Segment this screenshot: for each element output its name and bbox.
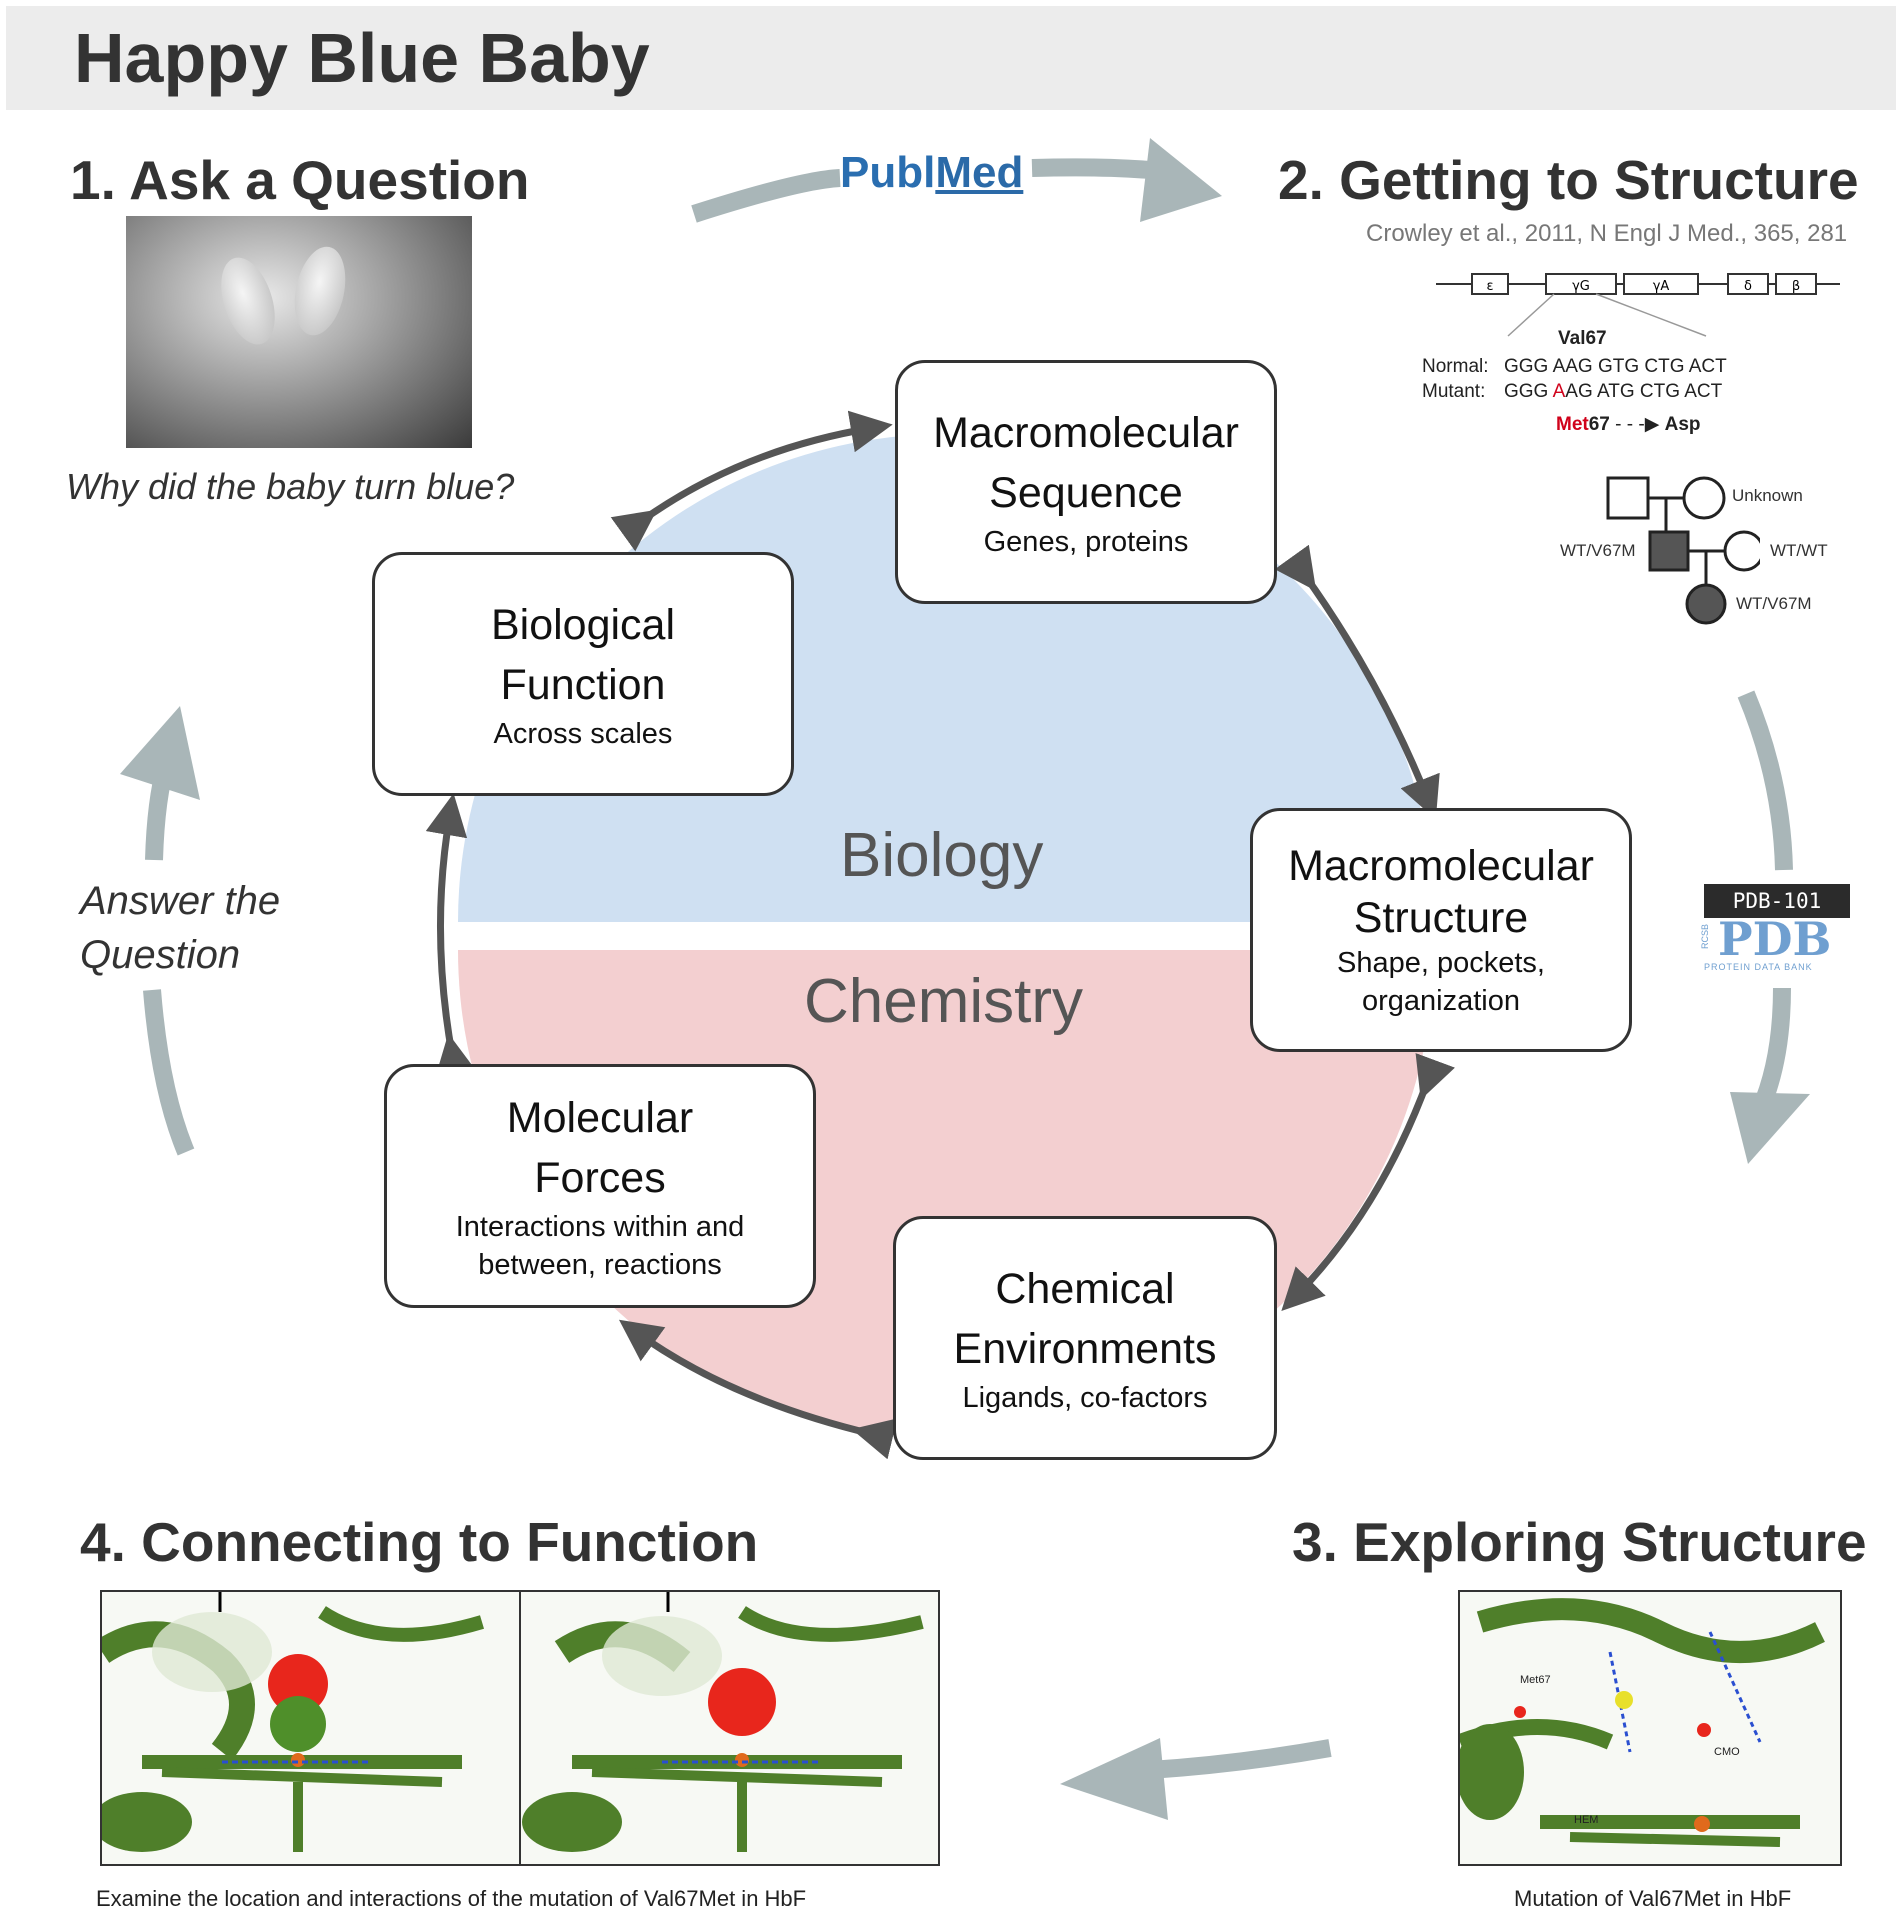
function-caption: Examine the location and interactions of… xyxy=(96,1886,807,1911)
node-title: Environments xyxy=(953,1325,1217,1373)
flow-arrow-pdb xyxy=(1737,690,1793,871)
step2-title: 2. Getting to Structure xyxy=(1278,149,1859,211)
node-title: Chemical xyxy=(995,1265,1175,1313)
page-title: Happy Blue Baby xyxy=(74,19,650,97)
pdb-logo: PDB xyxy=(1718,912,1832,966)
biology-label: Biology xyxy=(840,821,1044,890)
rcsb-label: RCSB xyxy=(1700,924,1710,950)
node-title: Macromolecular xyxy=(1288,842,1594,890)
flow-arrow-explore xyxy=(1149,1739,1332,1779)
asp-label: Asp xyxy=(1664,414,1701,435)
node-title: Sequence xyxy=(989,469,1183,517)
pedigree-chart xyxy=(1606,476,1760,625)
node-subtitle: Shape, pockets, xyxy=(1337,947,1545,979)
gene-map: ε γG γA δ β xyxy=(1436,273,1840,337)
function-structure-images xyxy=(100,1590,940,1866)
cycle-arrow-sequence-structure xyxy=(1274,544,1440,820)
mutant-label: Mutant: xyxy=(1422,381,1486,402)
node-subtitle: Ligands, co-factors xyxy=(962,1382,1208,1414)
pedigree-unknown: Unknown xyxy=(1732,486,1803,505)
molecular-render-pair xyxy=(102,1592,924,1864)
title-banner xyxy=(6,6,1896,110)
met-label: Met xyxy=(1556,414,1589,435)
node-title: Macromolecular xyxy=(933,409,1239,457)
gene-segment-epsilon: ε xyxy=(1486,279,1493,294)
node-subtitle: Interactions within and xyxy=(455,1211,745,1243)
mutant-sequence: GGG AAG ATG CTG ACT xyxy=(1504,381,1722,403)
baby-feet-photo xyxy=(126,216,472,448)
gene-segment-delta: δ xyxy=(1744,279,1752,294)
exploring-structure-image xyxy=(1458,1590,1842,1866)
met-number: 67 xyxy=(1588,414,1610,435)
node-subtitle: between, reactions xyxy=(478,1249,722,1281)
met67-structure-label: Met67 xyxy=(1520,1674,1551,1686)
node-title: Molecular xyxy=(506,1094,694,1142)
node-title: Forces xyxy=(534,1154,666,1202)
node-subtitle: organization xyxy=(1362,985,1520,1017)
hem-label: HEM xyxy=(1574,1814,1599,1826)
baby-foot xyxy=(287,241,353,341)
answer-line: Answer the xyxy=(80,879,281,923)
cycle-arrow-function-sequence xyxy=(610,410,893,552)
node-molecular-forces[interactable]: Molecular Forces Interactions within and… xyxy=(384,1064,816,1308)
chemistry-label: Chemistry xyxy=(804,967,1084,1036)
step4-title: 4. Connecting to Function xyxy=(80,1511,759,1573)
pubmed-logo-right: Med xyxy=(935,148,1024,197)
node-subtitle: Genes, proteins xyxy=(983,526,1189,558)
flow-arrow-pubmed xyxy=(691,169,841,223)
molecular-render xyxy=(1460,1598,1825,1847)
cycle-arrow-forces-function xyxy=(425,793,477,1079)
mutant-base: A xyxy=(1552,381,1566,402)
gene-segment-beta: β xyxy=(1792,279,1800,294)
exploring-caption: Mutation of Val67Met in HbF xyxy=(1514,1886,1792,1911)
val67-label: Val67 xyxy=(1558,328,1607,349)
node-biological-function[interactable]: Biological Function Across scales xyxy=(372,552,794,796)
baby-foot xyxy=(211,250,285,352)
node-subtitle: Across scales xyxy=(493,718,673,750)
node-macromolecular-sequence[interactable]: Macromolecular Sequence Genes, proteins xyxy=(895,360,1277,604)
citation: Crowley et al., 2011, N Engl J Med., 365… xyxy=(1366,220,1848,247)
node-title: Biological xyxy=(490,601,676,649)
pdb101-logo: PDB-101 xyxy=(1704,884,1850,918)
pedigree-child: WT/V67M xyxy=(1736,594,1812,613)
step1-question: Why did the baby turn blue? xyxy=(66,466,515,507)
answer-line: Question xyxy=(80,933,241,977)
flow-arrow-answer xyxy=(143,989,195,1156)
pedigree-father: WT/V67M xyxy=(1560,541,1636,560)
node-chemical-environments[interactable]: Chemical Environments Ligands, co-factor… xyxy=(893,1216,1277,1460)
gene-segment-gammaG: γG xyxy=(1572,279,1590,294)
step3-title: 3. Exploring Structure xyxy=(1292,1511,1867,1573)
gene-segment-gammaA: γA xyxy=(1653,279,1670,294)
cmo-label: CMO xyxy=(1714,1746,1740,1758)
pdb-subtitle: PROTEIN DATA BANK xyxy=(1704,962,1813,972)
mutant-seq-part: AG ATG CTG ACT xyxy=(1565,381,1723,402)
normal-sequence: GGG AAG GTG CTG ACT xyxy=(1504,356,1727,377)
pubmed-logo-left: Publ xyxy=(840,148,936,197)
cycle-arrow-environments-forces xyxy=(618,1319,898,1460)
node-macromolecular-structure[interactable]: Macromolecular Structure Shape, pockets,… xyxy=(1250,808,1632,1052)
met67-to-asp: Met67 - - -▶ Asp xyxy=(1556,414,1701,435)
pedigree-mother: WT/WT xyxy=(1770,541,1828,560)
cycle-arrow-structure-environments xyxy=(1281,1053,1455,1312)
node-title: Function xyxy=(500,661,666,709)
pubmed-logo: PublMed xyxy=(840,148,1023,198)
node-title: Structure xyxy=(1353,894,1529,942)
answer-question-label: Answer the Question xyxy=(80,874,280,982)
normal-label: Normal: xyxy=(1422,356,1489,377)
mutant-seq-part: GGG xyxy=(1504,381,1553,402)
step1-title: 1. Ask a Question xyxy=(70,149,530,211)
